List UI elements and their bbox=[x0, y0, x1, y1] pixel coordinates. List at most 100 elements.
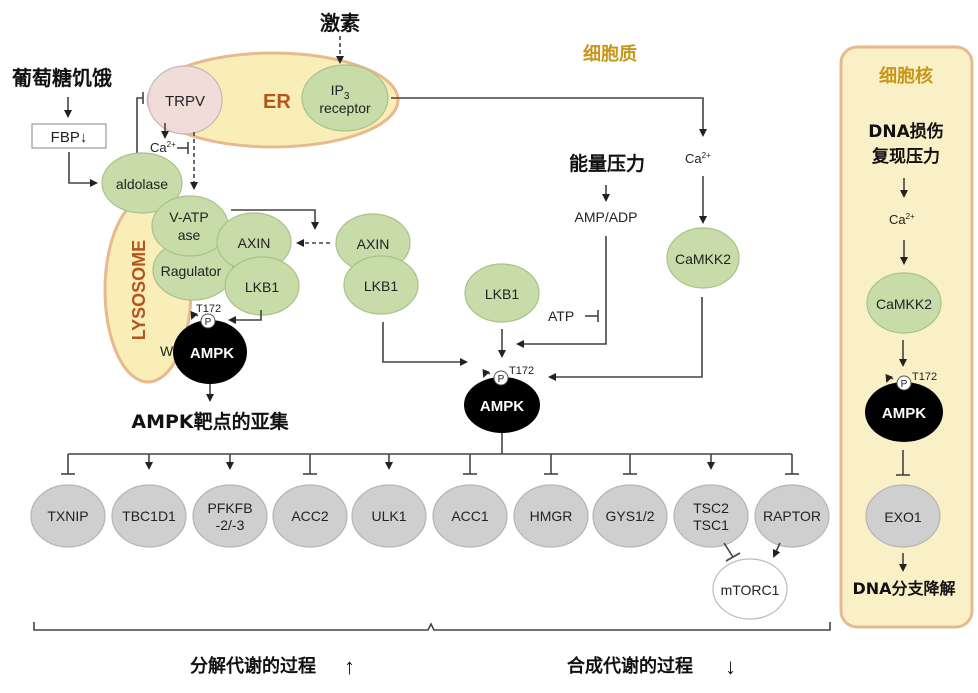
atp-label: ATP bbox=[548, 308, 574, 324]
ampk-lysosome-node: AMPK P T172 W bbox=[160, 303, 247, 384]
glucose-starvation-label: 葡萄糖饥饿 bbox=[11, 66, 112, 90]
anabolic-label: 合成代谢的过程 bbox=[567, 655, 693, 677]
target-label: PFKFB bbox=[207, 500, 252, 516]
target-label-line2: TSC1 bbox=[693, 517, 729, 533]
target-label: HMGR bbox=[530, 508, 573, 524]
axin-lysosome-node: AXIN bbox=[216, 212, 292, 272]
mtorc1-label: mTORC1 bbox=[721, 582, 780, 598]
target-node-gys12: GYS1/2 bbox=[592, 454, 668, 548]
er-label: ER bbox=[263, 91, 291, 113]
target-label: RAPTOR bbox=[763, 508, 821, 524]
target-node-hmgr: HMGR bbox=[513, 454, 589, 548]
ca-cyto-label: Ca2+ bbox=[685, 151, 711, 166]
lkb1-lysosome-node: LKB1 bbox=[224, 256, 300, 316]
tsc-inhibit-bar bbox=[725, 552, 741, 562]
target-label: TXNIP bbox=[47, 508, 88, 524]
target-label-line2: -2/-3 bbox=[216, 517, 245, 533]
target-ellipse bbox=[673, 484, 749, 548]
ampk-nucleus-node: AMPK P T172 bbox=[865, 371, 943, 442]
hormone-label: 激素 bbox=[320, 11, 360, 35]
target-ellipse bbox=[513, 484, 589, 548]
ampk-label: AMPK bbox=[190, 345, 234, 362]
t172-label: T172 bbox=[509, 365, 534, 377]
exo1-node: EXO1 bbox=[865, 484, 941, 548]
phospho-p: P bbox=[498, 374, 505, 385]
lysosome-label: LYSOSOME bbox=[129, 240, 149, 340]
ampk-label: AMPK bbox=[882, 405, 926, 422]
camkk2-nucleus-node: CaMKK2 bbox=[866, 272, 942, 334]
target-label: TBC1D1 bbox=[122, 508, 176, 524]
target-ellipse bbox=[30, 484, 106, 548]
camkk2-label: CaMKK2 bbox=[675, 251, 731, 267]
amp-ampk-arrow bbox=[516, 236, 607, 348]
lkb1-label: LKB1 bbox=[245, 279, 279, 295]
target-ellipse bbox=[592, 484, 668, 548]
lkb1-ampk-lyso-arrow bbox=[228, 310, 262, 324]
lkb1-cytoplasm-node: LKB1 bbox=[343, 255, 419, 315]
phospho-p: P bbox=[205, 317, 212, 328]
camkk2-ampk-arrow bbox=[548, 297, 703, 381]
axin-label: AXIN bbox=[357, 236, 390, 252]
target-label: ACC1 bbox=[451, 508, 489, 524]
ampk-targets-subset-label: AMPK靶点的亚集 bbox=[131, 410, 289, 433]
t172-label: T172 bbox=[912, 371, 937, 383]
mtorc1-node: mTORC1 bbox=[712, 558, 788, 620]
target-ellipse bbox=[754, 484, 830, 548]
trpv-node: TRPV bbox=[147, 65, 223, 135]
target-node-acc2: ACC2 bbox=[272, 454, 348, 548]
target-label: ULK1 bbox=[371, 508, 406, 524]
catabolic-label: 分解代谢的过程 bbox=[190, 655, 316, 677]
process-bracket bbox=[33, 622, 831, 631]
ip3-subscript: 3 bbox=[344, 91, 350, 102]
fbp-box bbox=[31, 123, 107, 149]
trpv-label: TRPV bbox=[165, 93, 205, 110]
lkb1-label: LKB1 bbox=[485, 286, 519, 302]
fbp-to-aldolase-arrow bbox=[68, 152, 98, 187]
ca-nucleus-label: Ca2+ bbox=[889, 212, 915, 227]
target-node-raptor: RAPTOR bbox=[754, 454, 830, 548]
target-node-pfkfb: PFKFB-2/-3 bbox=[192, 454, 268, 548]
target-ellipse bbox=[351, 484, 427, 548]
ragulator-label: Ragulator bbox=[161, 263, 222, 279]
dna-damage-label: DNA损伤 bbox=[868, 121, 944, 142]
phospho-p: P bbox=[901, 379, 908, 390]
replication-stress-label: 复现压力 bbox=[871, 146, 940, 167]
target-ellipse bbox=[192, 484, 268, 548]
target-ellipse bbox=[111, 484, 187, 548]
t172-label: T172 bbox=[196, 303, 221, 315]
nucleus-panel bbox=[839, 45, 974, 629]
ip3-receptor-node: IP3 receptor bbox=[301, 64, 389, 132]
w-label: W bbox=[160, 343, 174, 359]
amp-adp-label: AMP/ADP bbox=[574, 209, 637, 225]
energy-stress-label: 能量压力 bbox=[569, 152, 645, 175]
v-atpase-node: V-ATP ase bbox=[151, 195, 229, 257]
lkb1-standalone-node: LKB1 bbox=[464, 263, 540, 323]
exo1-label: EXO1 bbox=[884, 509, 922, 525]
aldolase-label: aldolase bbox=[116, 176, 168, 192]
dna-branch-degradation-label: DNA分支降解 bbox=[852, 579, 955, 598]
target-node-tbc1d1: TBC1D1 bbox=[111, 454, 187, 548]
v-atpase-label-2: ase bbox=[178, 227, 201, 243]
ip3-label: IP bbox=[331, 82, 344, 98]
raptor-mtorc1-arrow bbox=[772, 542, 781, 558]
target-ellipse bbox=[432, 484, 508, 548]
cytoplasm-label: 细胞质 bbox=[583, 43, 637, 65]
target-ellipse bbox=[272, 484, 348, 548]
ampk-central-node: AMPK P T172 bbox=[464, 365, 540, 433]
camkk2-cytoplasm-node: CaMKK2 bbox=[666, 227, 740, 289]
aldolase-inhibit-trpv bbox=[136, 97, 143, 158]
axin-label: AXIN bbox=[238, 235, 271, 251]
target-node-ulk1: ULK1 bbox=[351, 454, 427, 548]
tsc-inhibit-mtorc1 bbox=[723, 542, 734, 558]
axin-lkb1-ampk-arrow bbox=[382, 322, 468, 366]
anabolic-down-icon: ↓ bbox=[725, 654, 736, 679]
aldolase-node: aldolase bbox=[101, 152, 183, 214]
v-atpase-label: V-ATP bbox=[169, 209, 208, 225]
receptor-label: receptor bbox=[319, 100, 371, 116]
ca-trpv-label: Ca2+ bbox=[150, 140, 176, 155]
ampk-label: AMPK bbox=[480, 398, 524, 415]
target-node-txnip: TXNIP bbox=[30, 454, 106, 548]
